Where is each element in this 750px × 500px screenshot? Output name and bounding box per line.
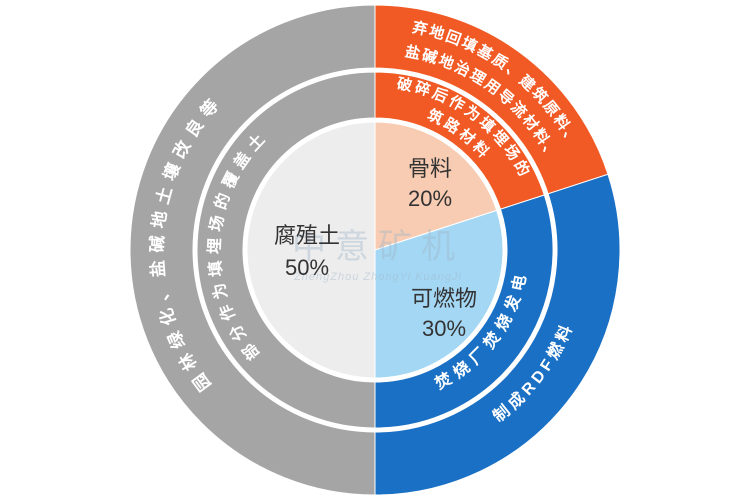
inner-slice-aggregate	[374, 121, 498, 251]
inner-label-humus-pct: 50%	[285, 255, 329, 280]
outer-ring-segment-combustibles	[374, 173, 621, 496]
watermark: 中意矿机 ZhengZhou ZhongYi KuangJi	[292, 228, 464, 283]
inner-label-combustibles-name: 可燃物	[411, 286, 477, 311]
inner-label-combustibles-pct: 30%	[422, 316, 466, 341]
middle-ring-segment-combustibles	[374, 194, 554, 429]
outer-ring-segment-humus	[129, 4, 376, 496]
inner-label-aggregate-name: 骨料	[408, 156, 452, 181]
middle-ring-segment-humus	[196, 71, 376, 429]
watermark-cn-text: 中意矿机	[292, 228, 464, 266]
inner-label-aggregate-pct: 20%	[408, 186, 452, 211]
inner-slice-humus	[246, 121, 376, 379]
watermark-en-text: ZhengZhou ZhongYi KuangJi	[293, 271, 462, 283]
inner-label-humus-name: 腐殖土	[274, 223, 340, 248]
inner-slice-combustibles	[374, 209, 504, 379]
